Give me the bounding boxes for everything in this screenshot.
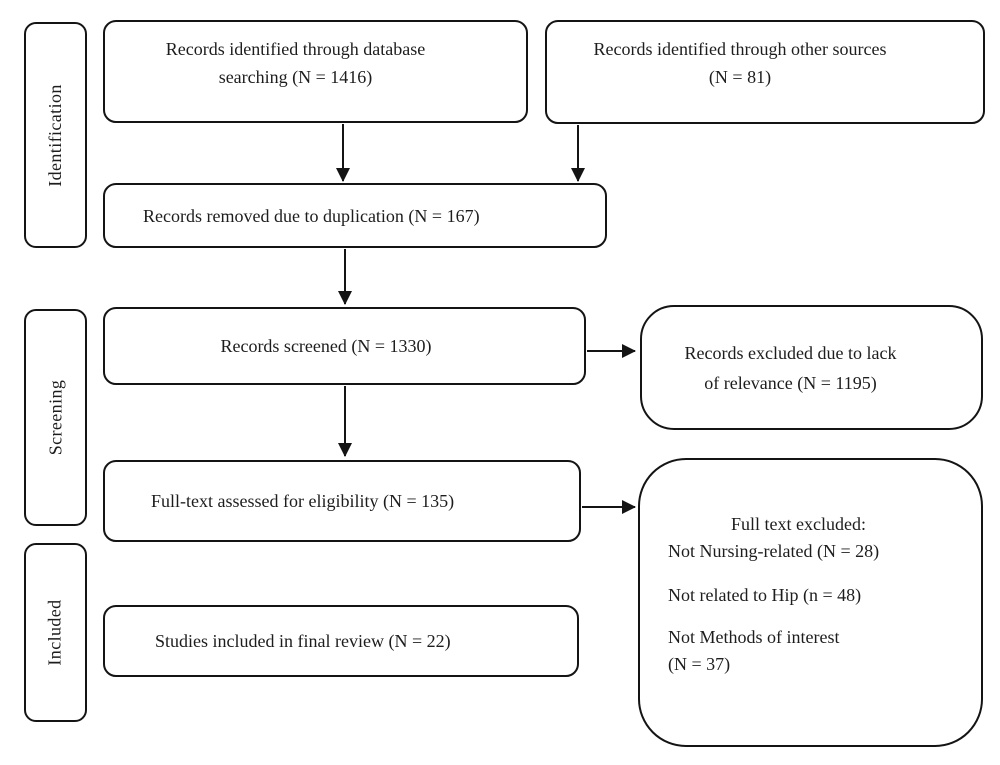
fulltext-excluded-title: Full text excluded: [731,514,866,534]
node-text-line: Records identified through database [165,39,426,59]
stage-label-included: Included [24,543,87,722]
fulltext-excluded-reason: Not Methods of interest [668,627,840,647]
node-text-line: Records excluded due to lack [684,342,897,363]
stage-label-screening: Screening [24,309,87,526]
node-text-line: of relevance (N = 1195) [704,372,877,393]
node-records-database-searching: Records identified through database sear… [103,20,528,123]
fulltext-excluded-reason: Not related to Hip (n = 48) [668,585,862,605]
stage-label-identification: Identification [24,22,87,248]
stage-label-identification-text: Identification [45,83,65,187]
node-fulltext-assessed: Full-text assessed for eligibility (N = … [103,460,581,542]
node-text-line: (N = 81) [708,67,772,87]
node-text-line: Studies included in final review (N = 22… [155,631,451,651]
stage-label-included-text: Included [45,599,65,666]
stage-label-screening-text: Screening [45,379,66,456]
node-text-line: searching (N = 1416) [218,67,373,87]
node-fulltext-excluded: Full text excluded: Not Nursing-related … [638,458,983,747]
node-records-removed-duplication: Records removed due to duplication (N = … [103,183,607,248]
node-text-line: Records identified through other sources [593,39,887,59]
node-records-excluded-relevance: Records excluded due to lack of relevanc… [640,305,983,430]
fulltext-excluded-reason-count: (N = 37) [668,654,731,674]
node-studies-included-final: Studies included in final review (N = 22… [103,605,579,677]
node-text-line: Records removed due to duplication (N = … [143,205,480,226]
node-records-screened: Records screened (N = 1330) [103,307,586,385]
node-text-line: Records screened (N = 1330) [220,336,432,356]
fulltext-excluded-reason: Not Nursing-related (N = 28) [668,541,880,561]
node-records-other-sources: Records identified through other sources… [545,20,985,124]
node-text-line: Full-text assessed for eligibility (N = … [151,491,455,511]
